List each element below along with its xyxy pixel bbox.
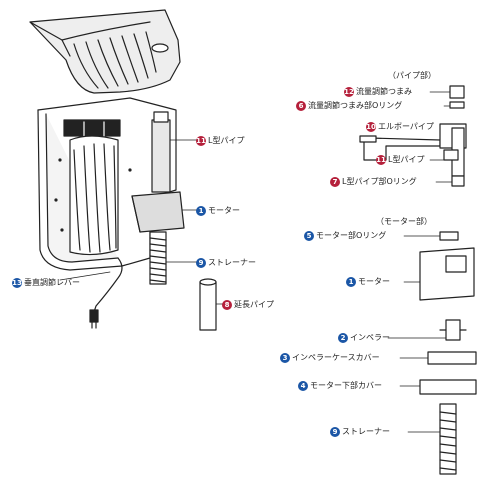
label-text: L型パイプ部Oリング (342, 177, 417, 186)
label-strainer: 9 ストレーナー (196, 258, 256, 268)
label-text: モーター部Oリング (316, 231, 387, 240)
label-text: ストレーナー (342, 427, 390, 436)
motor-item-strainer: 9 ストレーナー (330, 427, 390, 437)
l-pipe (151, 111, 201, 193)
label-text: モーター (358, 277, 390, 286)
label-text: モーター (208, 206, 240, 215)
number-badge: 8 (222, 300, 232, 310)
number-badge: 11 (196, 136, 206, 146)
label-text: 流量調節つまみ部Oリング (308, 101, 403, 110)
motor-section-heading: （モーター部） (376, 217, 432, 226)
number-badge: 13 (12, 278, 22, 288)
number-badge: 6 (296, 101, 306, 111)
pipe-item-l-pipe: 11 L型パイプ (376, 155, 424, 165)
number-badge: 3 (280, 353, 290, 363)
pipe-item-elbow: 10 エルボーパイプ (366, 122, 434, 132)
number-badge: 10 (366, 122, 376, 132)
label-text: L型パイプ (208, 136, 245, 145)
number-badge: 1 (346, 277, 356, 287)
motor-item-motor: 1 モーター (346, 277, 390, 287)
number-badge: 5 (304, 231, 314, 241)
label-text: L型パイプ (388, 155, 425, 164)
number-badge: 2 (338, 333, 348, 343)
number-badge: 1 (196, 206, 206, 216)
number-badge: 9 (330, 427, 340, 437)
filter-box (37, 97, 177, 271)
number-badge: 12 (344, 87, 354, 97)
number-badge: 9 (196, 258, 206, 268)
label-text: インペラーケースカバー (292, 353, 380, 362)
motor-unit (131, 191, 201, 233)
motor-item-lower-cover: 4 モーター下部カバー (298, 381, 382, 391)
pipe-item-knob-oring: 6 流量調節つまみ部Oリング (296, 101, 402, 111)
strainer (149, 231, 201, 285)
label-lever: 13 垂直調節レバー (12, 278, 80, 288)
number-badge: 4 (298, 381, 308, 391)
motor-item-impeller: 2 インペラー (338, 333, 390, 343)
motor-item-impeller-cover: 3 インペラーケースカバー (280, 353, 380, 363)
extension-pipe (199, 278, 225, 331)
label-text: 流量調節つまみ (356, 87, 412, 96)
number-badge: 11 (376, 155, 386, 165)
pipe-item-l-pipe-oring: 7 L型パイプ部Oリング (330, 177, 417, 187)
pipe-parts (359, 85, 467, 187)
label-text: インペラー (350, 333, 390, 342)
label-text: エルボーパイプ (378, 122, 434, 131)
motor-item-oring: 5 モーター部Oリング (304, 231, 386, 241)
label-l-pipe: 11 L型パイプ (196, 136, 244, 146)
label-motor: 1 モーター (196, 206, 240, 216)
pipe-section-heading: （パイプ部） (388, 71, 436, 80)
motor-parts (387, 231, 477, 475)
label-extension: 8 延長パイプ (222, 300, 274, 310)
power-cord (59, 257, 123, 329)
label-text: 延長パイプ (234, 300, 274, 309)
pipe-item-knob: 12 流量調節つまみ (344, 87, 412, 97)
number-badge: 7 (330, 177, 340, 187)
filter-lid (29, 9, 181, 94)
label-text: ストレーナー (208, 258, 256, 267)
label-text: モーター下部カバー (310, 381, 382, 390)
label-text: 垂直調節レバー (24, 278, 80, 287)
